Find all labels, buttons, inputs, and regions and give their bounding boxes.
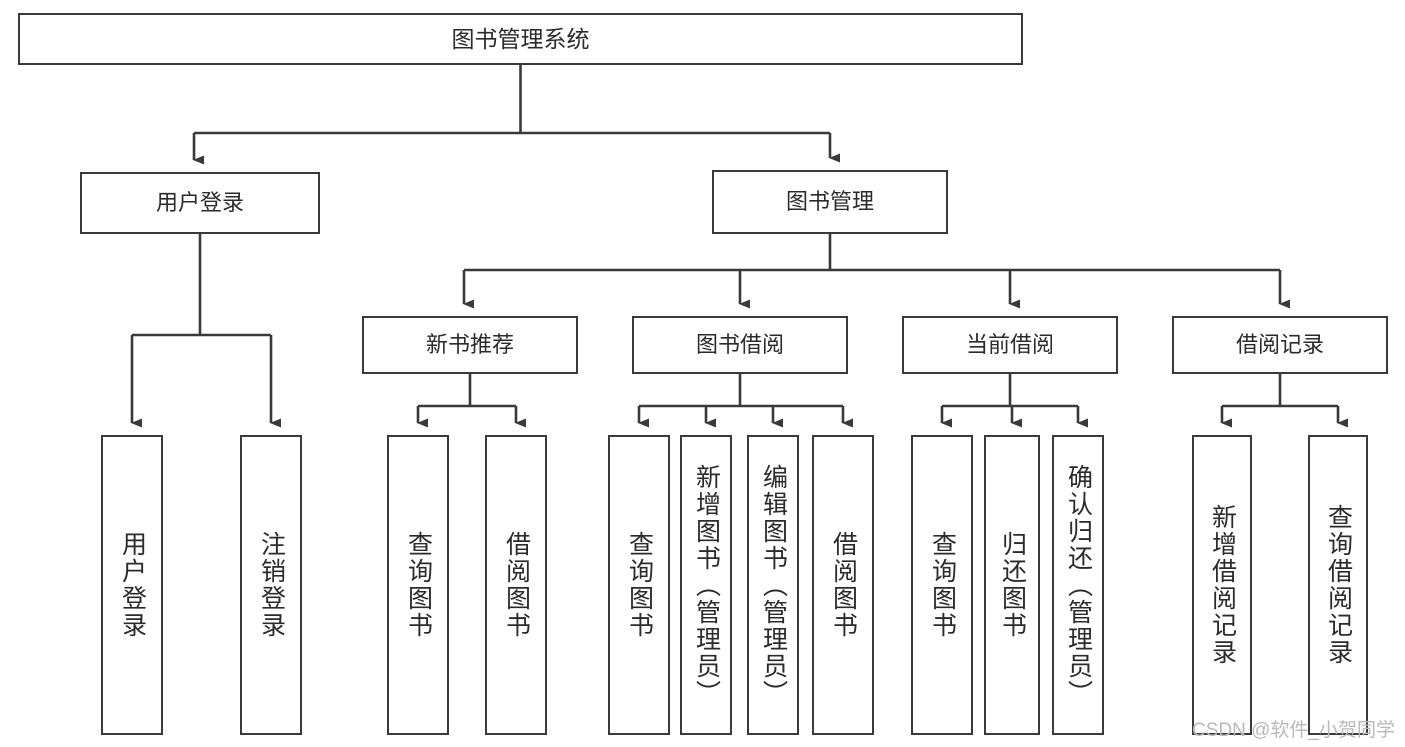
connector-group-borrow-record <box>1220 374 1348 428</box>
node-label: 借阅图书 <box>829 531 858 639</box>
connector-group-current-borrow <box>940 374 1088 428</box>
node-leaf-query-book-2[interactable]: 查询图书 <box>608 435 670 735</box>
node-label: 归还图书 <box>998 531 1027 639</box>
connector-group-book-manage <box>462 234 1290 309</box>
node-leaf-query-book-3[interactable]: 查询图书 <box>911 435 973 735</box>
node-leaf-return-book[interactable]: 归还图书 <box>984 435 1040 735</box>
node-label: 编辑图书（管理员） <box>759 463 788 707</box>
node-label: 新增图书（管理员） <box>692 463 721 707</box>
node-leaf-user-logout[interactable]: 注销登录 <box>240 435 302 735</box>
node-label: 新增借阅记录 <box>1208 504 1237 666</box>
connector-group-user-login <box>130 234 281 428</box>
node-label: 图书管理系统 <box>451 25 590 52</box>
node-label: 用户登录 <box>118 531 147 639</box>
node-root-system[interactable]: 图书管理系统 <box>18 13 1023 65</box>
connector-group-book-borrow <box>637 374 853 428</box>
node-leaf-user-login[interactable]: 用户登录 <box>101 435 163 735</box>
node-label: 确认归还（管理员） <box>1064 463 1093 707</box>
node-user-login[interactable]: 用户登录 <box>80 172 320 234</box>
node-label: 借阅记录 <box>1235 332 1324 357</box>
node-leaf-borrow-book-2[interactable]: 借阅图书 <box>812 435 874 735</box>
node-leaf-add-record[interactable]: 新增借阅记录 <box>1192 435 1252 735</box>
node-label: 借阅图书 <box>502 531 531 639</box>
node-label: 查询图书 <box>928 531 957 639</box>
node-book-borrow[interactable]: 图书借阅 <box>632 316 848 374</box>
node-label: 查询图书 <box>404 531 433 639</box>
node-label: 查询借阅记录 <box>1324 504 1353 666</box>
node-book-manage[interactable]: 图书管理 <box>712 170 948 234</box>
node-label: 图书借阅 <box>695 332 784 357</box>
node-leaf-query-record[interactable]: 查询借阅记录 <box>1308 435 1368 735</box>
node-label: 当前借阅 <box>965 332 1054 357</box>
node-label: 查询图书 <box>625 531 654 639</box>
connector-group-new-book-recommend <box>416 374 526 428</box>
node-new-book-recommend[interactable]: 新书推荐 <box>362 316 578 374</box>
connector-group-root <box>192 65 840 165</box>
node-label: 注销登录 <box>257 531 286 639</box>
node-leaf-add-book[interactable]: 新增图书（管理员） <box>680 435 732 735</box>
node-borrow-record[interactable]: 借阅记录 <box>1172 316 1388 374</box>
node-current-borrow[interactable]: 当前借阅 <box>902 316 1118 374</box>
node-leaf-query-book-1[interactable]: 查询图书 <box>387 435 449 735</box>
node-label: 新书推荐 <box>425 332 514 357</box>
node-label: 图书管理 <box>785 189 874 214</box>
node-leaf-confirm-return[interactable]: 确认归还（管理员） <box>1052 435 1104 735</box>
node-leaf-borrow-book-1[interactable]: 借阅图书 <box>485 435 547 735</box>
node-leaf-edit-book[interactable]: 编辑图书（管理员） <box>747 435 799 735</box>
node-label: 用户登录 <box>155 190 244 215</box>
